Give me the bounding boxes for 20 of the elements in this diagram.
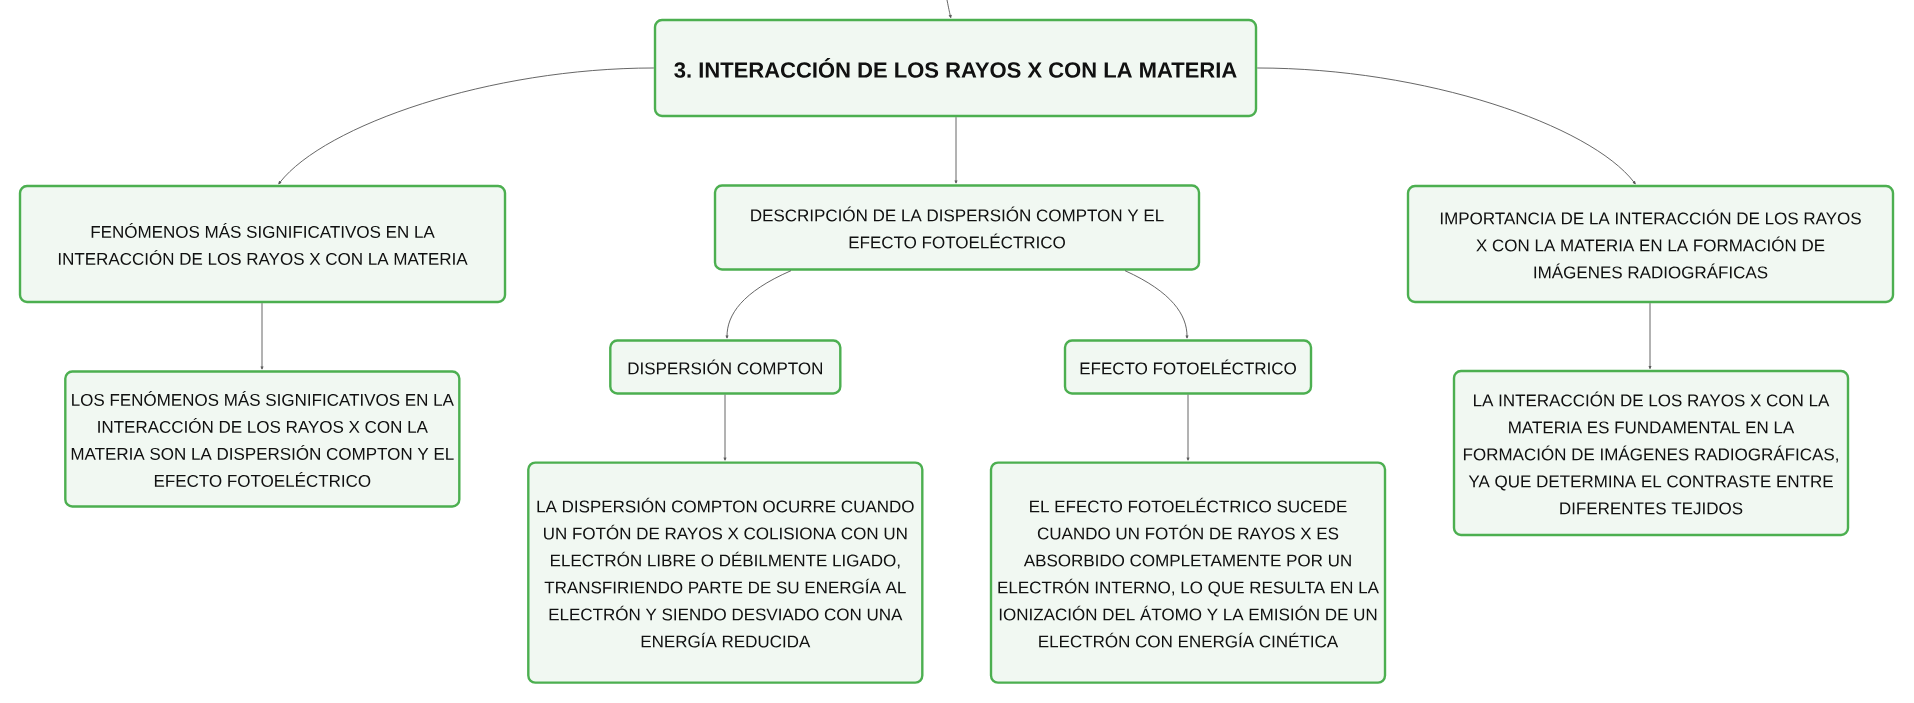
topic-box: DISPERSIÓN COMPTON [609,339,842,395]
text-box: LA INTERACCIÓN DE LOS RAYOS X CON LA MATERIA ES FUNDAMENTAL EN LA FORMACIÓN DE IMÁGENES RADIOGRÁFICAS, YA QUE DETERMINA EL CONTRASTE ENTRE DIFERENTES TEJIDOS [1452,369,1850,537]
arrow [723,394,727,461]
arrow [278,67,655,185]
text-box: EL EFECTO FOTOELÉCTRICO SUCEDE CUANDO UN FOTÓN DE RAYOS X ES ABSORBIDO COMPLETAMENTE POR UN ELECTRÓN INTERNO, LO QUE RESULTA EN LA IONIZACIÓN DEL ÁTOMO Y LA EMISIÓN DE UN ELECTRÓN CON ENERGÍA CINÉTICA [989,461,1387,684]
arrow [260,302,264,370]
arrow [1186,394,1190,461]
central-topic-box: 3. INTERACCIÓN DE LOS RAYOS X CON LA MATERIA [653,18,1258,118]
topic-box: FENÓMENOS MÁS SIGNIFICATIVOS EN LA INTERACCIÓN DE LOS RAYOS X CON LA MATERIA [18,184,507,304]
arrow [725,270,792,339]
text-box: LA DISPERSIÓN COMPTON OCURRE CUANDO UN FOTÓN DE RAYOS X COLISIONA CON UN ELECTRÓN LIBRE O DÉBILMENTE LIGADO, TRANSFIRIENDO PARTE DE SU ENERGÍA AL ELECTRÓN Y SIENDO DESVIADO CON UNA ENERGÍA REDUCIDA [527,461,924,684]
topic-box: DESCRIPCIÓN DE LA DISPERSIÓN COMPTON Y EL EFECTO FOTOELÉCTRICO [713,184,1201,271]
arrow [1256,67,1636,185]
arrow [1648,302,1652,370]
arrow [1124,270,1189,339]
arrow [954,116,958,184]
arrow [946,0,952,19]
text-box: LOS FENÓMENOS MÁS SIGNIFICATIVOS EN LA INTERACCIÓN DE LOS RAYOS X CON LA MATERIA SON LA DISPERSIÓN COMPTON Y EL EFECTO FOTOELÉCTRICO [64,370,461,508]
topic-box: EFECTO FOTOELÉCTRICO [1063,339,1313,395]
topic-box: IMPORTANCIA DE LA INTERACCIÓN DE LOS RAYOS X CON LA MATERIA EN LA FORMACIÓN DE IMÁGENES RADIOGRÁFICAS [1406,184,1895,304]
